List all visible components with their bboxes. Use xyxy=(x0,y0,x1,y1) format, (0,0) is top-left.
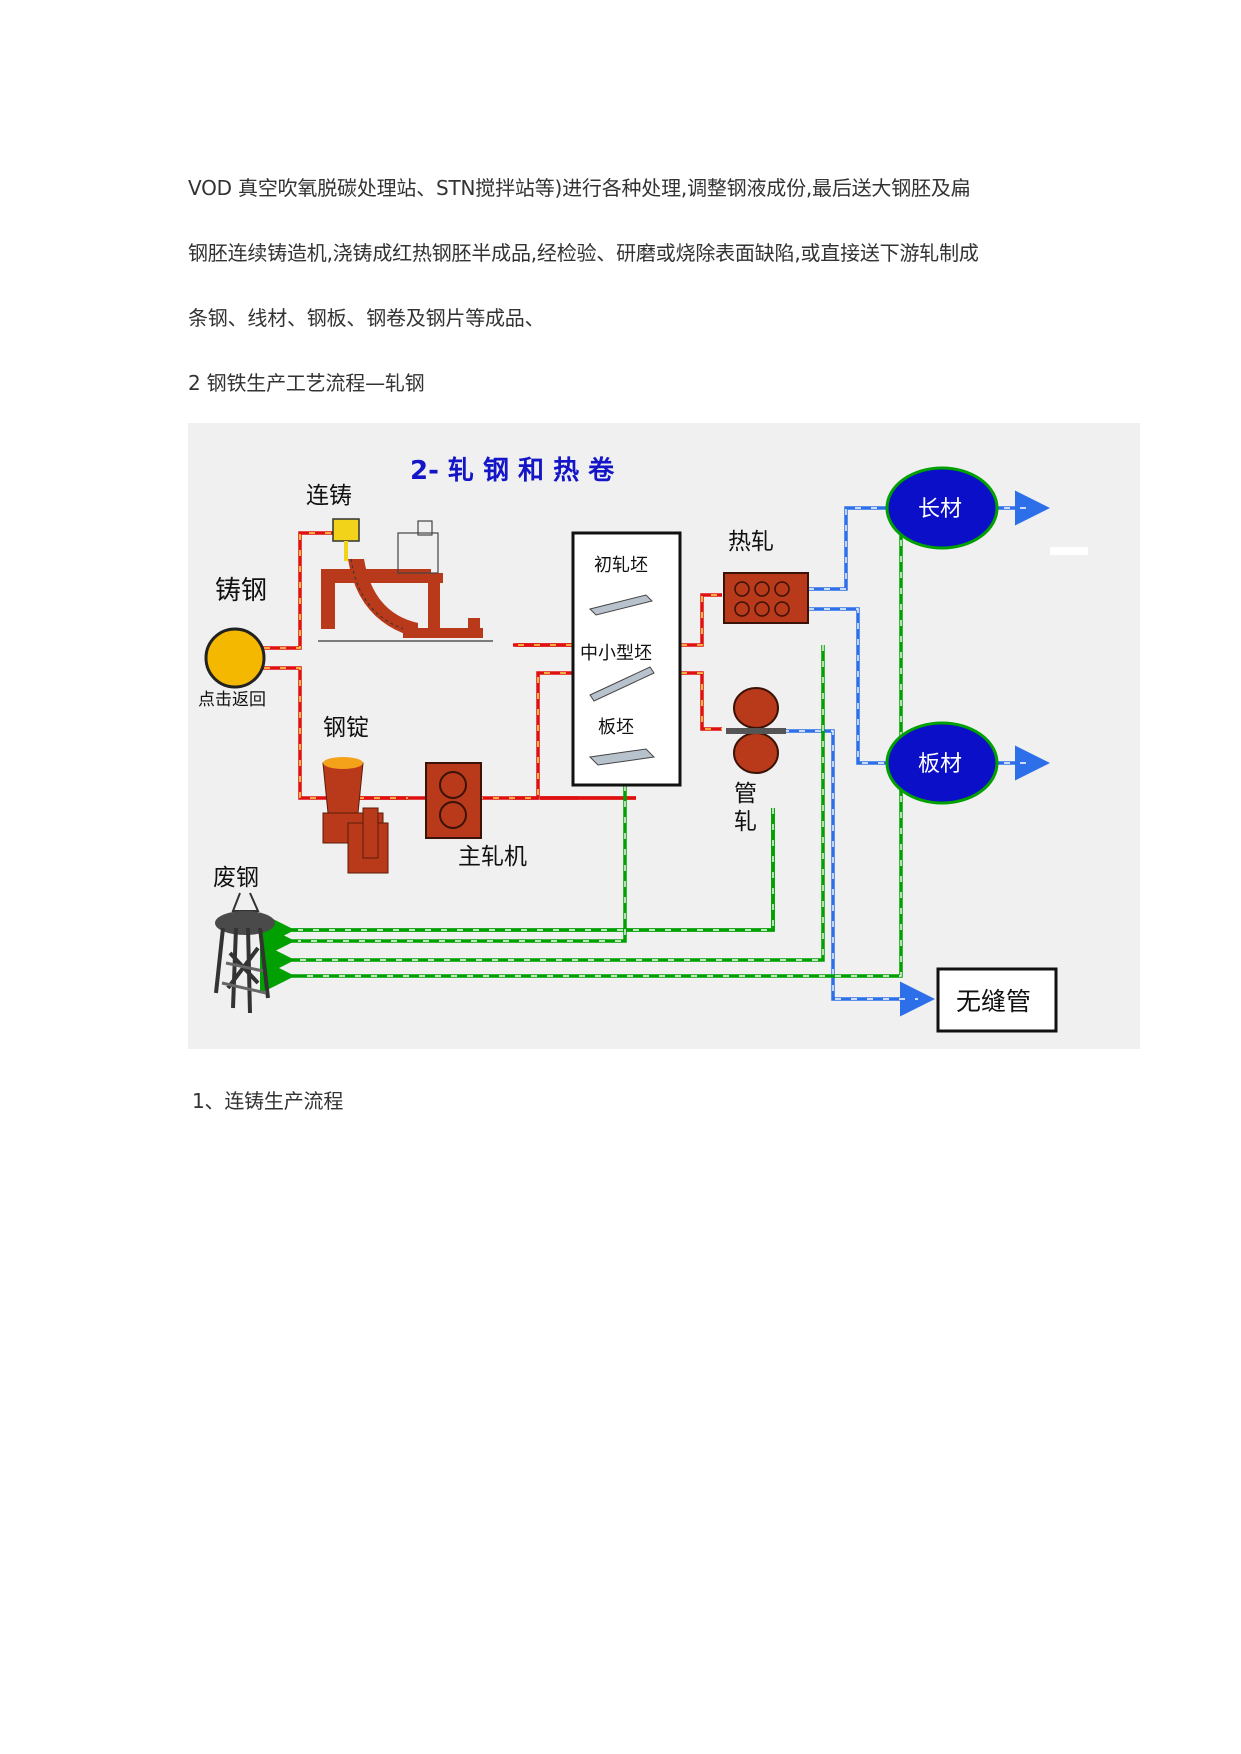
medium-billet-icon xyxy=(589,666,655,702)
tube-rolling-mill-icon xyxy=(726,687,786,774)
paragraph-line-2: 钢胚连续铸造机,浇铸成红热钢胚半成品,经检验、研磨或烧除表面缺陷,或直接送下游轧… xyxy=(188,241,979,265)
long-products-label: 长材 xyxy=(918,497,962,522)
main-mill-label: 主轧机 xyxy=(458,844,527,870)
billet-label-primary: 初轧坯 xyxy=(594,555,648,576)
billet-box xyxy=(571,531,682,787)
tube-rolling-label-2: 轧 xyxy=(734,809,757,835)
ingot-ladle-icon xyxy=(322,757,389,874)
casting-steel-label: 铸钢 xyxy=(215,576,267,606)
flat-products-label: 板材 xyxy=(918,752,962,777)
scrap-label: 废钢 xyxy=(213,865,259,891)
click-return-label[interactable]: 点击返回 xyxy=(198,690,266,710)
paragraph-line-3: 条钢、线材、钢板、钢卷及钢片等成品、 xyxy=(188,306,545,330)
hot-rolling-label: 热轧 xyxy=(728,529,774,555)
long-products-circle[interactable] xyxy=(885,466,999,550)
diagram-title: 2- 轧 钢 和 热 卷 xyxy=(410,456,615,486)
ingot-label: 钢锭 xyxy=(323,715,369,741)
rolling-process-diagram: 2- 轧 钢 和 热 卷 xyxy=(188,423,1140,1049)
section-heading: 2 钢铁生产工艺流程—轧钢 xyxy=(188,371,425,395)
seamless-tube-box[interactable] xyxy=(936,967,1058,1033)
white-dash xyxy=(1050,547,1088,555)
section-title-casting: 1、连铸生产流程 xyxy=(192,1089,344,1113)
primary-billet-icon xyxy=(589,594,653,616)
continuous-casting-machine-icon xyxy=(318,518,493,642)
flat-products-circle[interactable] xyxy=(885,721,999,805)
seamless-tube-label: 无缝管 xyxy=(956,987,1031,1016)
paragraph-line-1: VOD 真空吹氧脱碳处理站、STN搅拌站等)进行各种处理,调整钢液成份,最后送大… xyxy=(188,176,971,200)
continuous-casting-label: 连铸 xyxy=(306,483,352,509)
hot-rolling-mill-icon xyxy=(723,572,809,624)
tube-rolling-label-1: 管 xyxy=(734,781,757,807)
main-mill-icon xyxy=(425,762,482,839)
billet-label-slab: 板坯 xyxy=(598,717,634,738)
slab-icon xyxy=(588,748,656,766)
scrap-magnet-icon xyxy=(214,892,275,1014)
billet-label-medium: 中小型坯 xyxy=(580,643,652,664)
casting-steel-circle[interactable] xyxy=(204,627,266,689)
